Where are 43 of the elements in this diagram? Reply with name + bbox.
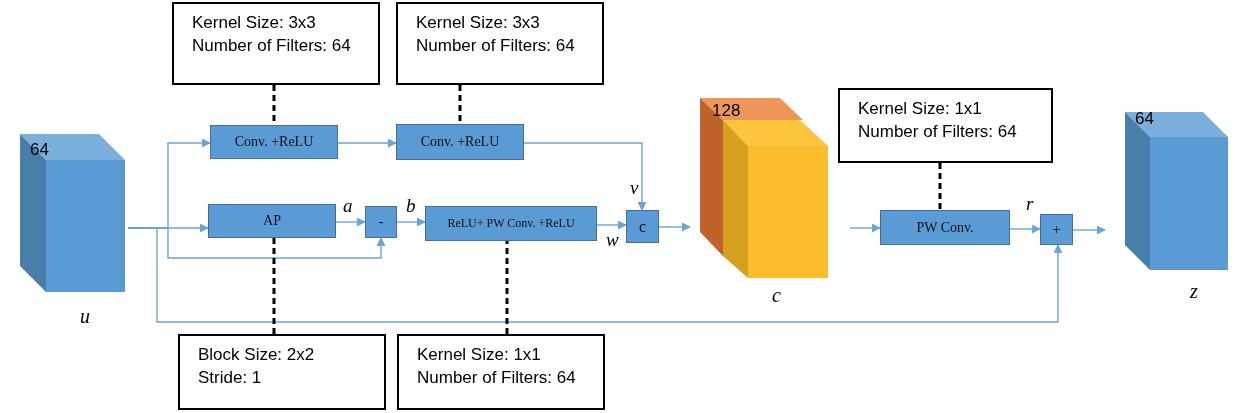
process-box: - xyxy=(365,206,397,238)
note-text: Kernel Size: 1x1 xyxy=(417,344,541,366)
note-text: Kernel Size: 1x1 xyxy=(858,98,982,120)
process-box: + xyxy=(1040,214,1073,245)
process-box: PW Conv. xyxy=(880,210,1010,245)
note-text: Number of Filters: 64 xyxy=(417,366,576,389)
channel-count: 64 xyxy=(1135,109,1154,129)
process-box: ReLU+ PW Conv. +ReLU xyxy=(425,206,597,241)
note-text: Kernel Size: 3x3 xyxy=(192,12,316,34)
arrow xyxy=(335,217,366,227)
leader-line xyxy=(505,241,509,334)
arrow xyxy=(523,142,647,211)
arrow xyxy=(1072,225,1106,235)
note-text: Block Size: 2x2 xyxy=(198,344,315,366)
process-box: Conv. +ReLU xyxy=(210,125,338,159)
tensor-label: z xyxy=(1190,280,1198,303)
leader-line xyxy=(938,163,942,210)
leader-line xyxy=(458,85,462,124)
edge-label: a xyxy=(343,196,353,215)
arrow xyxy=(396,217,426,227)
process-box: Conv. +ReLU xyxy=(396,124,524,160)
note-text: Kernel Size: 3x3 xyxy=(416,12,540,34)
tensor-label: c xyxy=(772,284,781,307)
edge-label: w xyxy=(606,230,619,249)
arrow xyxy=(596,220,627,230)
leader-line xyxy=(272,238,276,334)
process-box: AP xyxy=(208,204,336,238)
process-box: c xyxy=(626,210,659,243)
edge-label: v xyxy=(630,178,639,197)
note-text: Stride: 1 xyxy=(198,366,262,389)
channel-count: 128 xyxy=(712,101,741,121)
arrow xyxy=(1009,224,1041,234)
note-text: Number of Filters: 64 xyxy=(858,120,1017,143)
arrow xyxy=(849,223,881,233)
note-text: Number of Filters: 64 xyxy=(416,34,575,57)
arrow xyxy=(337,138,397,148)
channel-count: 64 xyxy=(30,140,49,160)
edge-label: r xyxy=(1026,194,1034,213)
note-text: Number of Filters: 64 xyxy=(192,34,351,57)
edge-label: b xyxy=(406,196,416,215)
arrow xyxy=(127,227,1063,323)
arrow xyxy=(658,222,691,232)
tensor-label: u xyxy=(80,305,90,328)
